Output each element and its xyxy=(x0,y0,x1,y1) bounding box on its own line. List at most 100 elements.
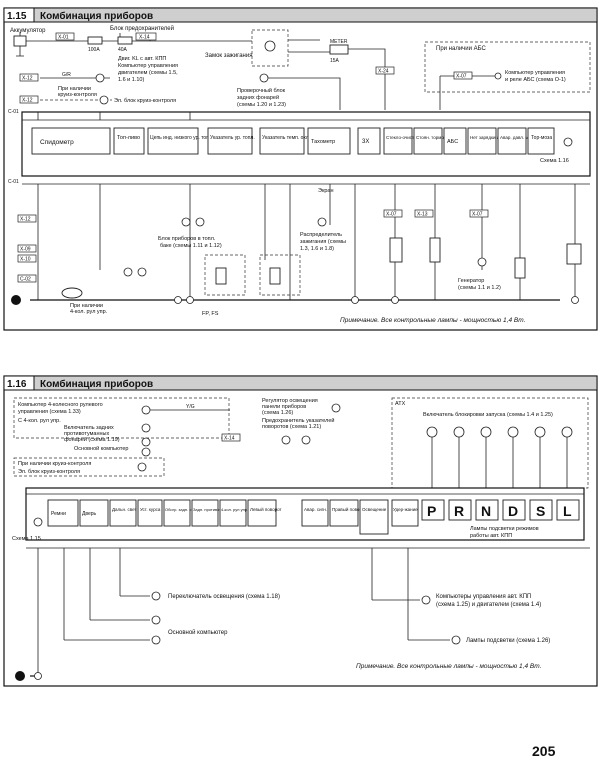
svg-text:Y/G: Y/G xyxy=(186,404,195,410)
fuel-block-2: баке (схемы 1.11 и 1.12) xyxy=(160,243,222,249)
svg-text:G/R: G/R xyxy=(62,72,71,78)
fuse-100a-label: 100A xyxy=(88,47,100,53)
ignition-lock-label: Замок зажигания xyxy=(205,53,252,59)
diagram-1-15: 1.15 Комбинация приборов Аккумулятор Бло… xyxy=(3,7,598,331)
gear-note-2: работы авт. КПП xyxy=(470,533,512,539)
gear-n: N xyxy=(481,503,491,519)
scheme-115-ref: Схема 1.15 xyxy=(12,536,41,542)
indicator-label: Освещение xyxy=(362,507,387,512)
ignition-lock-frame xyxy=(251,29,289,67)
gauge-label: Стекло-очист. xyxy=(386,135,415,140)
distributor-2: зажигания (схемы xyxy=(300,239,346,245)
generator-1: Генератор xyxy=(458,278,484,284)
cluster-frame-1 xyxy=(21,111,591,177)
ignition-switch-icon xyxy=(264,40,276,52)
screen-label: Экран xyxy=(318,188,334,194)
kl-label-3: двигателем (схемы 1.5, xyxy=(118,70,178,76)
cruise-unit-label: Эл. блок круиз-контроля xyxy=(114,98,176,104)
svg-text:X-09: X-09 xyxy=(20,247,31,253)
rear-fog-label-2: задних фонарей xyxy=(237,94,279,101)
gauge-label: Указатель ур. топл. xyxy=(210,135,255,141)
gauge-label: 3X xyxy=(362,139,369,145)
fuse-100a-icon xyxy=(87,36,103,45)
cruise-4wd-1: При наличии xyxy=(70,303,103,309)
svg-text:X-12: X-12 xyxy=(22,98,33,104)
svg-text:X-12: X-12 xyxy=(22,76,33,82)
gauge-box xyxy=(31,127,111,155)
page-number: 205 xyxy=(532,743,556,759)
section-title: Комбинация приборов xyxy=(40,378,153,390)
atx-label: ATX xyxy=(395,401,406,407)
kl-label-4: 1.6 и 1.10) xyxy=(118,77,144,83)
fuse-40a-icon xyxy=(117,36,133,45)
note-1-16: Примечание. Все контрольные лампы - мощн… xyxy=(356,663,542,670)
kl-label-2: Компьютер управления xyxy=(118,63,178,69)
turn-label-1: Предохранитель указателей xyxy=(262,417,334,424)
svg-text:X-07: X-07 xyxy=(456,74,467,80)
gear-l: L xyxy=(563,503,572,519)
gauge-label: Цепь инд. низкого ур. топл. xyxy=(150,135,213,141)
svg-text:X-14: X-14 xyxy=(139,35,150,41)
gauge-label: Топ-ливо xyxy=(117,135,140,141)
gear-indicators: P R N D S L xyxy=(421,499,580,521)
diagram-1-16: 1.16 Комбинация приборов Компьютер 4-кол… xyxy=(3,375,598,687)
main-computer-2-label: Основной компьютер xyxy=(168,629,228,636)
rear-lamp-label-1: Включатель задних xyxy=(64,425,114,431)
headlight-switch-label: Переключатель освещения (схема 1.18) xyxy=(168,594,280,600)
cruise-4wd-2: 4-кол. рул упр. xyxy=(70,309,108,315)
gear-d: D xyxy=(508,503,518,519)
gear-s: S xyxy=(536,503,545,519)
gear-p: P xyxy=(427,503,436,519)
atx-ecu-label-1: Компьютеры управления авт. КПП xyxy=(436,594,531,600)
indicator-label: Дальн. свет xyxy=(112,507,137,512)
svg-text:X-14: X-14 xyxy=(224,436,235,442)
steering-label-3: С 4-кол. рул упр. xyxy=(18,418,61,424)
gauge-label: АБС xyxy=(447,139,458,145)
indicator-label: Правый поворот xyxy=(332,506,366,512)
cluster-frame-2 xyxy=(25,487,585,541)
turn-label-2: поворотов (схема 1.21) xyxy=(262,424,321,430)
kl-label-1: Двиг. KL с авт. КПП xyxy=(118,56,166,62)
gauge-label: Авар. давл. масла xyxy=(500,135,539,140)
indicator-label: Обогр. задн. стекла xyxy=(165,507,202,512)
indicator-label: 4-кол. рул упр. xyxy=(221,507,248,512)
indicator-row: Ремни Дверь Дальн. свет Уст. курса Обогр… xyxy=(47,499,419,535)
main-computer-label: Основной компьютер xyxy=(74,445,128,452)
gauge-label: Стоян. тормоз xyxy=(416,135,446,140)
steering-label-2: управления (схема 1.33) xyxy=(18,409,81,415)
indicator-label: Задн. противотум. xyxy=(193,507,227,512)
gauge-label: Тахометр xyxy=(311,139,335,145)
gauge-label: Тор-моза xyxy=(531,135,552,141)
steering-label-1: Компьютер 4-колесного рулевого xyxy=(18,402,103,408)
fuel-block-1: Блок приборов в топл. xyxy=(158,236,216,242)
abs-ecu-label-1: Компьютер управления xyxy=(505,70,565,76)
dimmer-label-2: панели приборов xyxy=(262,404,306,410)
svg-text:C-01: C-01 xyxy=(8,109,19,115)
svg-text:X-07: X-07 xyxy=(472,212,483,218)
indicator-label: Дверь xyxy=(82,511,97,517)
backlight-label: Лампы подсветки (схема 1.26) xyxy=(466,638,550,644)
section-number: 1.16 xyxy=(7,379,27,390)
fuse-block-label: Блок предохранителей xyxy=(110,25,174,32)
distributor-3: 1.3, 1.6 и 1.8) xyxy=(300,246,334,252)
meter-fuse-label: METER xyxy=(330,39,348,45)
svg-text:C-01: C-01 xyxy=(8,179,19,185)
meter-fuse-amp: 15A xyxy=(330,58,340,64)
rear-fog-label-1: Проверочный блок xyxy=(237,87,286,94)
note-1-15: Примечание. Все контрольные лампы - мощн… xyxy=(340,317,526,324)
battery-icon xyxy=(13,35,27,47)
abs-frame xyxy=(424,41,591,93)
cruise-note-2: круиз-контроля xyxy=(58,92,97,98)
svg-text:X-13: X-13 xyxy=(417,212,428,218)
cruise-note-1: При наличии xyxy=(58,86,91,92)
gauge-row-1: Спидометр Топ-ливо Цепь инд. низкого ур.… xyxy=(31,127,555,155)
battery-label: Аккумулятор xyxy=(10,28,46,34)
rear-lamp-label-2: противотуманных xyxy=(64,431,110,437)
indicator-label: Авар. сигн. xyxy=(304,507,327,512)
rear-lamp-label-3: фонарей (схема 1.19) xyxy=(64,436,120,443)
indicator-label: Удер-жание xyxy=(393,507,418,512)
indicator-label: Левый поворот xyxy=(250,506,282,512)
dimmer-label-1: Регулятор освещения xyxy=(262,398,318,404)
rear-fog-label-3: (схемы 1.20 и 1.23) xyxy=(237,102,286,108)
start-lock-label: Включатель блокировки запуска (схемы 1.4… xyxy=(423,412,553,418)
